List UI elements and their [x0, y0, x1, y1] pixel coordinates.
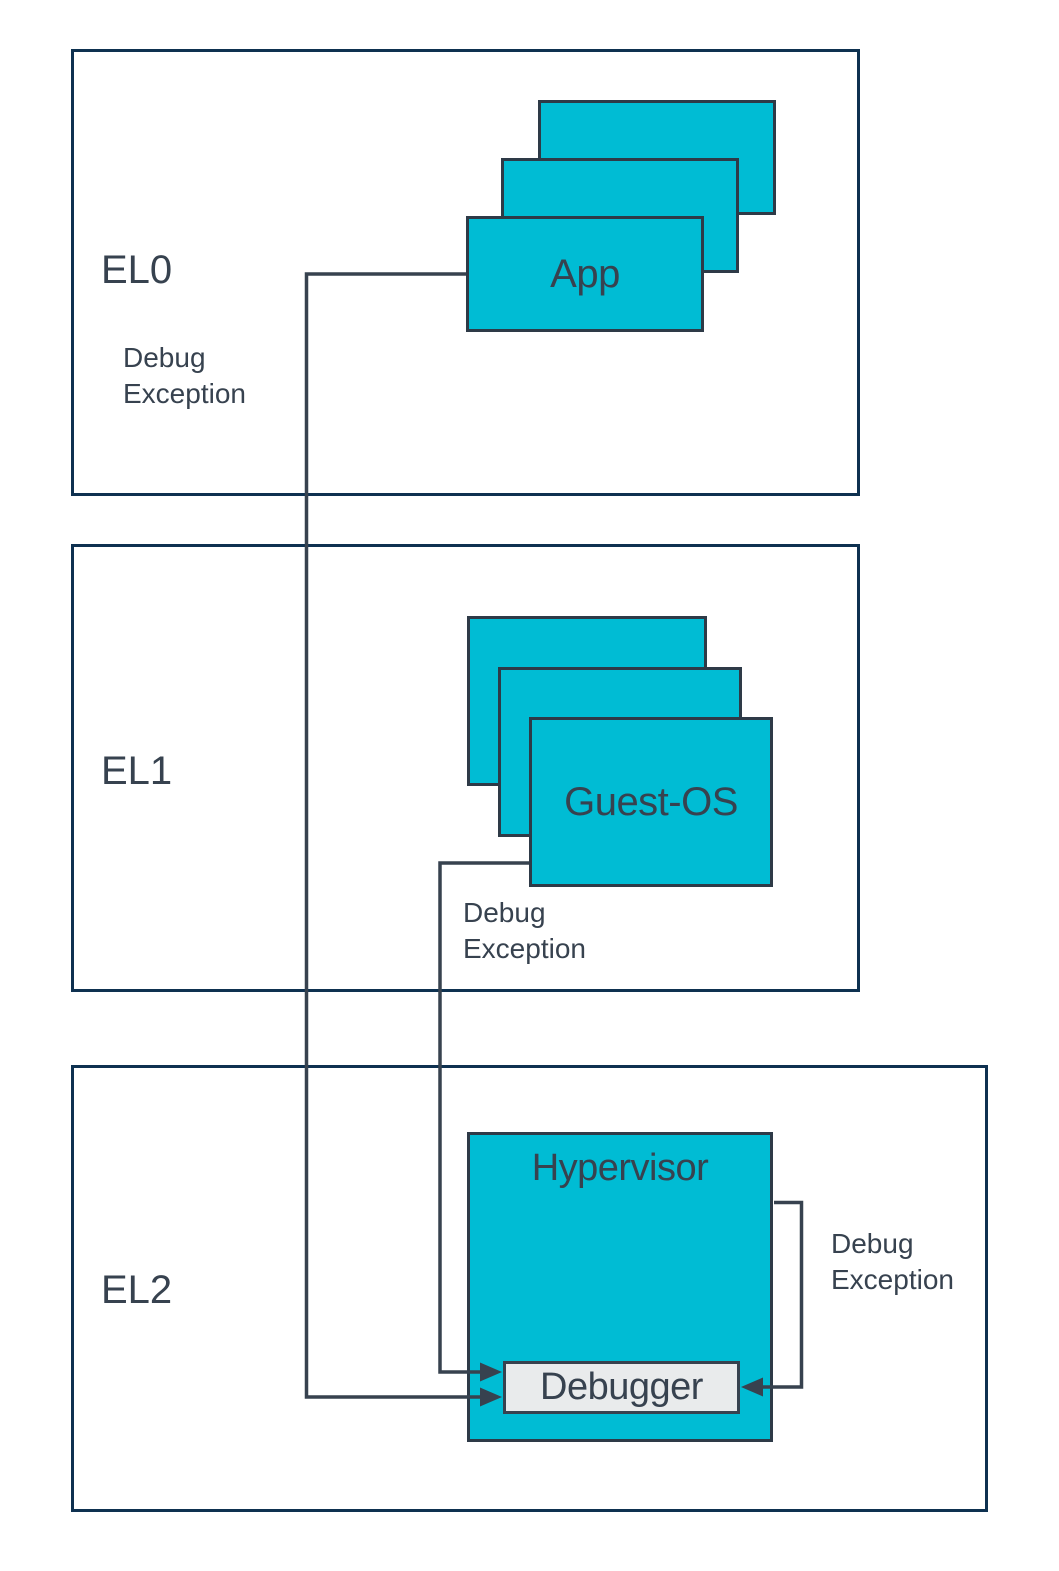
debugger-box: Debugger	[503, 1361, 740, 1414]
guest-os-box-front: Guest-OS	[529, 717, 773, 887]
el2-label: EL2	[101, 1268, 173, 1312]
app-box-front: App	[466, 216, 704, 332]
app-label: App	[550, 251, 620, 296]
el1-debug-exception-label: Debug Exception	[463, 897, 586, 964]
debugger-label: Debugger	[540, 1366, 703, 1408]
hypervisor-label: Hypervisor	[531, 1147, 709, 1189]
el0-label: EL0	[101, 248, 173, 292]
guest-os-label: Guest-OS	[564, 779, 738, 824]
el1-label: EL1	[101, 749, 173, 793]
el2-debug-exception-label: Debug Exception	[831, 1228, 954, 1295]
el0-debug-exception-label: Debug Exception	[123, 342, 246, 409]
